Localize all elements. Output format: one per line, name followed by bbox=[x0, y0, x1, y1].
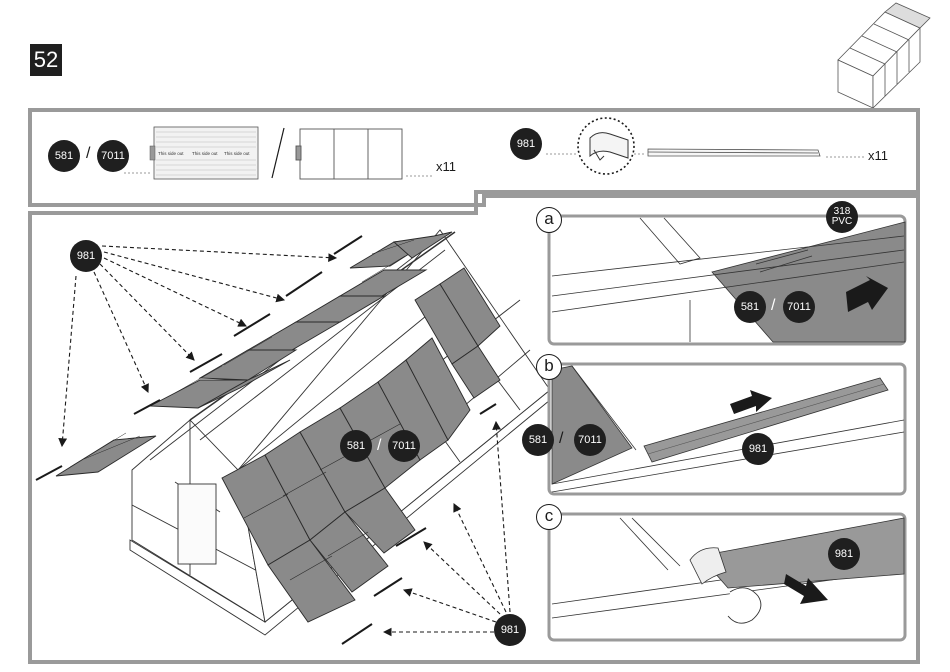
panel-quantity: x11 bbox=[436, 159, 456, 174]
part-badge-981: 981 bbox=[510, 128, 542, 160]
main-badge-981-top: 981 bbox=[70, 240, 102, 272]
profile-981-icon bbox=[648, 149, 820, 156]
panel-label-1: This side out bbox=[158, 151, 184, 156]
detail-b-badge-981: 981 bbox=[742, 433, 774, 465]
detail-a-badge-581: 581 bbox=[734, 291, 766, 323]
detail-c-badge-981: 981 bbox=[828, 538, 860, 570]
part-badge-7011: 7011 bbox=[97, 140, 129, 172]
detail-a-badge-318-pvc: 318 PVC bbox=[826, 201, 858, 233]
panel-back-icon bbox=[296, 129, 402, 179]
detail-a-letter: a bbox=[536, 207, 562, 233]
profile-quantity: x11 bbox=[868, 148, 888, 163]
main-badge-981-bottom: 981 bbox=[494, 614, 526, 646]
main-badge-581: 581 bbox=[340, 430, 372, 462]
detail-b-separator: / bbox=[559, 430, 563, 448]
greenhouse-thumbnail bbox=[838, 3, 930, 108]
panel-label-2: This side out bbox=[192, 151, 218, 156]
panel-label-3: This side out bbox=[224, 151, 250, 156]
part-badge-581: 581 bbox=[48, 140, 80, 172]
main-separator: / bbox=[377, 437, 381, 455]
main-badge-7011: 7011 bbox=[388, 430, 420, 462]
pvc-label: PVC bbox=[832, 217, 853, 227]
detail-c-letter: c bbox=[536, 504, 562, 530]
detail-c-frame bbox=[549, 514, 905, 640]
detail-a-badge-7011: 7011 bbox=[783, 291, 815, 323]
detail-b-letter: b bbox=[536, 354, 562, 380]
detail-a-frame bbox=[549, 216, 905, 344]
detail-b-badge-581: 581 bbox=[522, 424, 554, 456]
detail-b-badge-7011: 7011 bbox=[574, 424, 606, 456]
part-separator: / bbox=[86, 145, 90, 163]
detail-a-separator: / bbox=[771, 297, 775, 315]
